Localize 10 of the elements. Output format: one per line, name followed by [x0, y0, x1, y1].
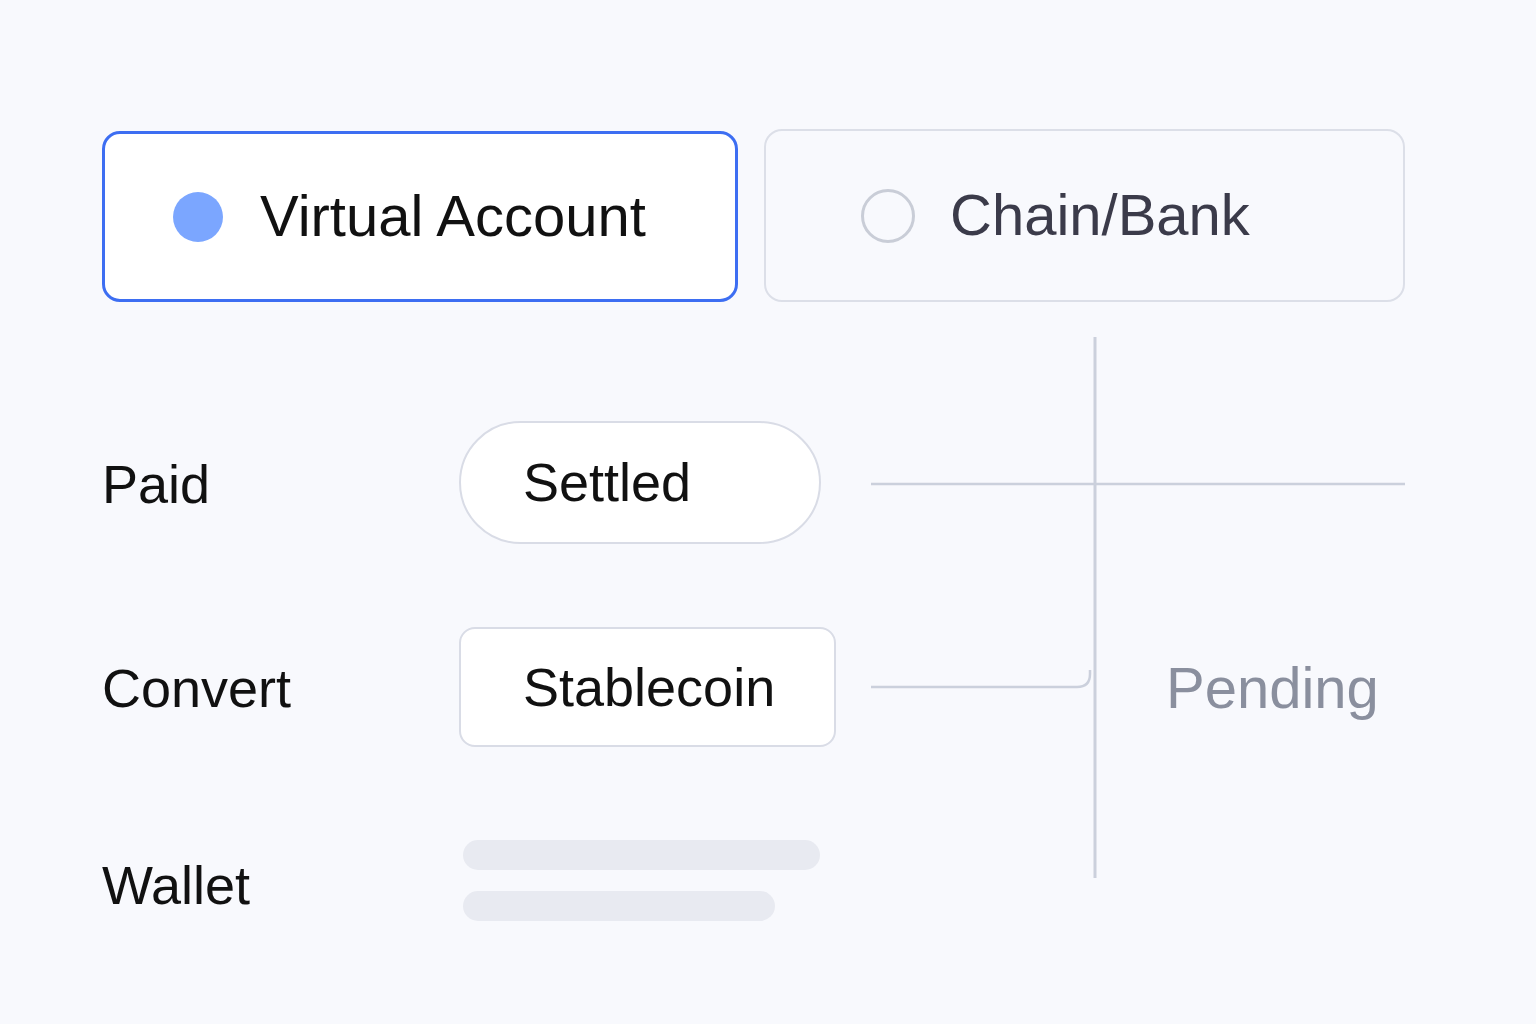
- option-card: [102, 131, 738, 302]
- row-label: Wallet: [102, 853, 251, 917]
- option-card: [764, 129, 1405, 302]
- status-label: Pending: [1166, 654, 1379, 722]
- row-label: Paid: [102, 452, 211, 516]
- row-label: Convert: [102, 656, 292, 720]
- asset-chip: Stablecoin: [459, 627, 836, 747]
- option-label: Virtual Account: [260, 183, 646, 250]
- status-pill: Settled: [459, 421, 821, 544]
- option-label: Chain/Bank: [950, 182, 1250, 249]
